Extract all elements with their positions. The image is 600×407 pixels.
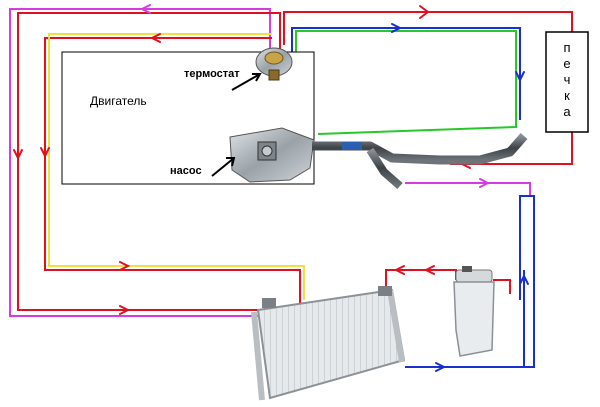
arrow-blue-bottom — [435, 362, 447, 372]
green-line — [295, 30, 517, 135]
red-outer-loop-line — [17, 12, 281, 311]
thermostat-pointer-head — [252, 73, 262, 82]
heater-letter-2: е — [563, 56, 570, 71]
arrow-tank-loop — [393, 265, 405, 275]
water-pump — [229, 127, 315, 183]
red-heater-return-line — [450, 132, 573, 165]
pump-pointer — [211, 157, 235, 177]
arrow-bottom-left — [119, 261, 131, 271]
arrow-top-left-inner — [149, 33, 161, 43]
arrow-blue-up — [519, 273, 529, 285]
arrow-top-right-blue — [391, 23, 403, 33]
red-tank-loop-line — [385, 269, 457, 295]
heater-letter-4: к — [564, 88, 570, 103]
magenta-loop-line — [9, 8, 271, 317]
arrow-bottom-left-2 — [119, 305, 131, 315]
arrow-heater-down-blue — [515, 71, 525, 83]
arrow-top-left — [139, 4, 151, 14]
engine-label: Двигатель — [90, 94, 147, 108]
expansion-tank — [453, 266, 495, 357]
heater-letter-5: а — [563, 104, 571, 119]
thermostat — [255, 47, 293, 81]
radiator — [251, 286, 406, 401]
arrow-top-right — [419, 5, 430, 19]
arrow-left-down-inner — [40, 147, 50, 159]
thermostat-label: термостат — [184, 68, 240, 80]
heater-letter-3: ч — [564, 72, 571, 87]
blue-line-top — [291, 27, 521, 120]
heater-label: п е ч к а — [563, 40, 571, 119]
thermostat-pointer — [231, 73, 261, 91]
flow-arrows — [13, 4, 529, 372]
yellow-bypass-line — [48, 33, 305, 300]
arrow-magenta-right — [479, 178, 491, 188]
arrow-left-down — [13, 149, 23, 161]
hose-assembly — [312, 133, 528, 190]
red-tank-loop-right — [493, 279, 511, 294]
arrow-tank-loop-2 — [423, 265, 435, 275]
magenta-heater-return-line — [405, 182, 531, 196]
heater-box — [545, 31, 589, 133]
pump-label: насос — [170, 165, 202, 177]
blue-line-bottom — [405, 195, 535, 368]
pump-pointer-head — [226, 157, 236, 167]
heater-letter-1: п — [563, 40, 570, 55]
red-inner-loop-line — [44, 37, 301, 305]
